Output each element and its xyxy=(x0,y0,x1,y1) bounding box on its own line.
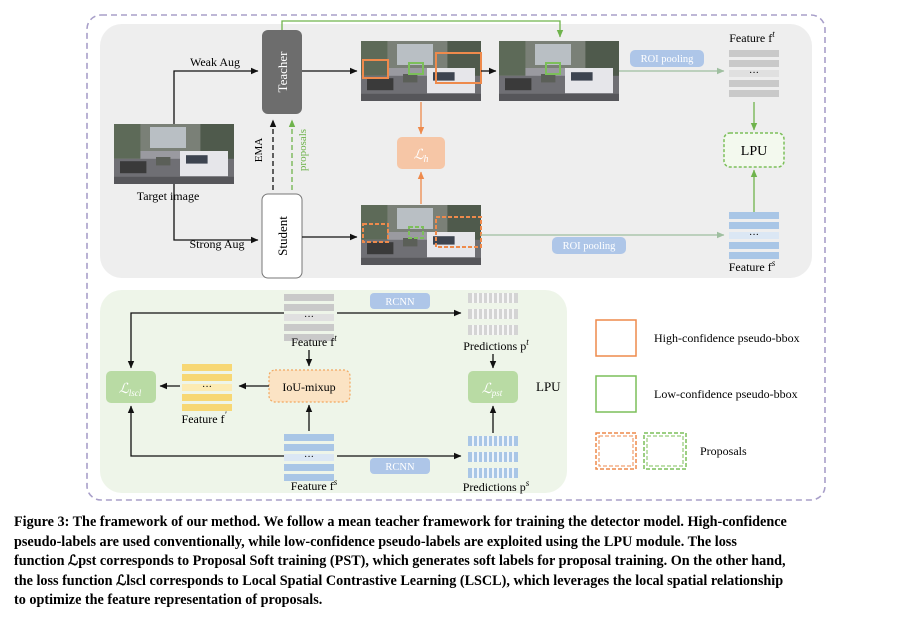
ft-to-lscl-arrow xyxy=(127,312,284,369)
loss-h xyxy=(397,137,445,169)
lpu-panel-label: LPU xyxy=(536,379,561,394)
framework-diagram: Target image Weak Aug Strong Aug Teacher… xyxy=(86,14,826,501)
framework-figure: Target image Weak Aug Strong Aug Teacher… xyxy=(86,14,826,501)
feature-fs-top: ··· xyxy=(729,212,779,259)
low-conf-image xyxy=(499,41,619,101)
high-conf-bbox xyxy=(362,59,389,79)
proposals-arrow-label: proposals xyxy=(297,129,309,171)
strong-aug-arrow xyxy=(173,184,259,244)
caption-line: Figure 3: The framework of our method. W… xyxy=(14,514,787,530)
student-detection-image xyxy=(361,205,482,265)
predictions-ps-label: Predictions ps xyxy=(463,478,530,494)
proposal-bbox xyxy=(362,223,389,243)
feature-ft-top: ··· xyxy=(729,50,779,97)
teacher-proposal-arrow xyxy=(281,20,564,38)
predictions-ps xyxy=(467,435,519,479)
loss-h-label: ℒh xyxy=(413,148,428,165)
iou-mixup xyxy=(268,369,351,403)
roi-pooling-top-label: ROI pooling xyxy=(641,54,695,65)
weak-aug-label: Weak Aug xyxy=(190,55,240,69)
lpu-module xyxy=(723,132,785,168)
low-conf-bbox xyxy=(408,62,424,75)
proposal-bbox xyxy=(408,226,424,239)
caption-line: function ℒpst corresponds to Proposal So… xyxy=(14,553,786,570)
fs-to-lscl-arrow xyxy=(127,405,284,457)
svg-text:···: ··· xyxy=(304,312,314,323)
strong-aug-label: Strong Aug xyxy=(189,237,244,251)
caption-line: pseudo-labels are used conventionally, w… xyxy=(14,533,737,550)
predictions-pt xyxy=(467,292,519,336)
loss-pst xyxy=(468,371,518,403)
rcnn-bottom-label: RCNN xyxy=(385,462,415,473)
rcnn-bottom xyxy=(370,458,430,474)
student-model xyxy=(261,193,303,279)
predictions-pt-label: Predictions pt xyxy=(463,337,529,353)
teacher-label: Teacher xyxy=(275,51,290,93)
feature-ft-lpu-label: Feature ft xyxy=(291,333,337,349)
loss-lscl-label: ℒlscl xyxy=(119,382,142,398)
legend-low-swatch xyxy=(595,375,637,413)
outer-frame xyxy=(86,14,826,501)
proposal-bbox xyxy=(435,216,482,248)
loss-lscl xyxy=(106,371,156,403)
rcnn-top-label: RCNN xyxy=(385,297,415,308)
feature-ft-top-label: Feature ft xyxy=(729,29,775,45)
target-image xyxy=(114,124,234,184)
rcnn-top xyxy=(370,293,430,309)
legend-proposals-label: Proposals xyxy=(700,444,747,458)
feature-fs-top-label: Feature fs xyxy=(729,258,776,274)
legend-proposals-swatch xyxy=(595,432,687,470)
ema-label: EMA xyxy=(253,138,265,163)
svg-text:···: ··· xyxy=(749,68,759,79)
teacher-detection-image xyxy=(361,41,482,101)
legend-high-swatch xyxy=(595,319,637,357)
caption-line: the loss function ℒlscl corresponds to L… xyxy=(14,572,784,589)
svg-text:···: ··· xyxy=(304,452,314,463)
roi-pooling-top xyxy=(630,50,704,67)
low-conf-bbox xyxy=(545,62,561,75)
feature-fprime-label: Feature f' xyxy=(182,410,228,426)
high-conf-bbox xyxy=(435,52,482,84)
iou-mixup-label: IoU-mixup xyxy=(282,380,335,394)
feature-fprime: ··· xyxy=(182,364,232,411)
figure-caption: Figure 3: The framework of our method. W… xyxy=(14,513,892,611)
target-image-label: Target image xyxy=(137,189,200,203)
student-label: Student xyxy=(275,216,290,256)
weak-aug-arrow xyxy=(173,67,259,124)
teacher-model xyxy=(262,30,302,114)
lpu-module-label: LPU xyxy=(741,144,767,159)
roi-pooling-bottom-label: ROI pooling xyxy=(563,241,617,252)
feature-fs-lpu: ··· xyxy=(284,434,334,481)
svg-text:···: ··· xyxy=(749,230,759,241)
feature-fs-lpu-label: Feature fs xyxy=(291,477,338,493)
caption-line: to optimize the feature representation o… xyxy=(14,592,323,609)
svg-text:···: ··· xyxy=(202,382,212,393)
feature-ft-lpu: ··· xyxy=(284,294,334,341)
loss-pst-label: ℒpst xyxy=(482,382,503,398)
legend-low-label: Low-confidence pseudo-bbox xyxy=(654,387,798,401)
roi-pooling-bottom xyxy=(552,237,626,254)
legend-high-label: High-confidence pseudo-bbox xyxy=(654,331,800,345)
